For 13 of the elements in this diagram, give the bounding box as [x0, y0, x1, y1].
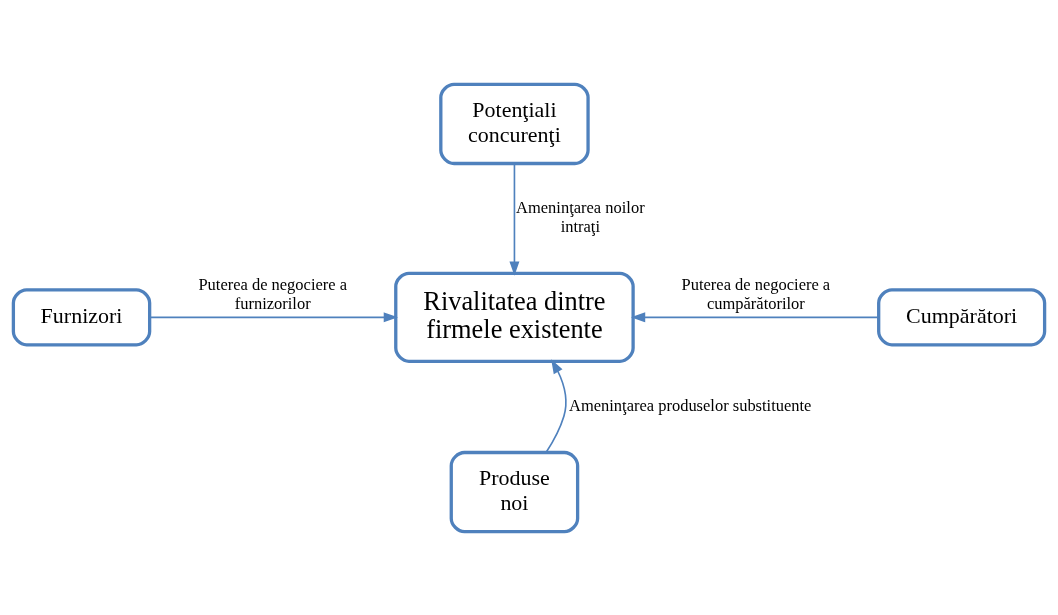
edge-label: Ameninţarea noilor intraţi	[516, 197, 645, 236]
node-box: Cumpărători	[877, 287, 1047, 346]
arrow	[149, 311, 399, 322]
arrow	[630, 311, 880, 322]
arrow	[509, 162, 520, 276]
node-box: Produse noi	[449, 450, 580, 533]
node-box: Rivalitatea dintre firmele existente	[394, 271, 635, 363]
edge-label: Puterea de negociere a cumpărătorilor	[681, 274, 831, 313]
node-box: Potenţiali concurenţi	[439, 82, 590, 165]
node-box: Furnizori	[11, 287, 152, 346]
arrow	[545, 358, 567, 453]
edge-label: Ameninţarea produselor substituente	[569, 395, 812, 415]
edge-label: Puterea de negociere a furnizorilor	[198, 274, 347, 313]
